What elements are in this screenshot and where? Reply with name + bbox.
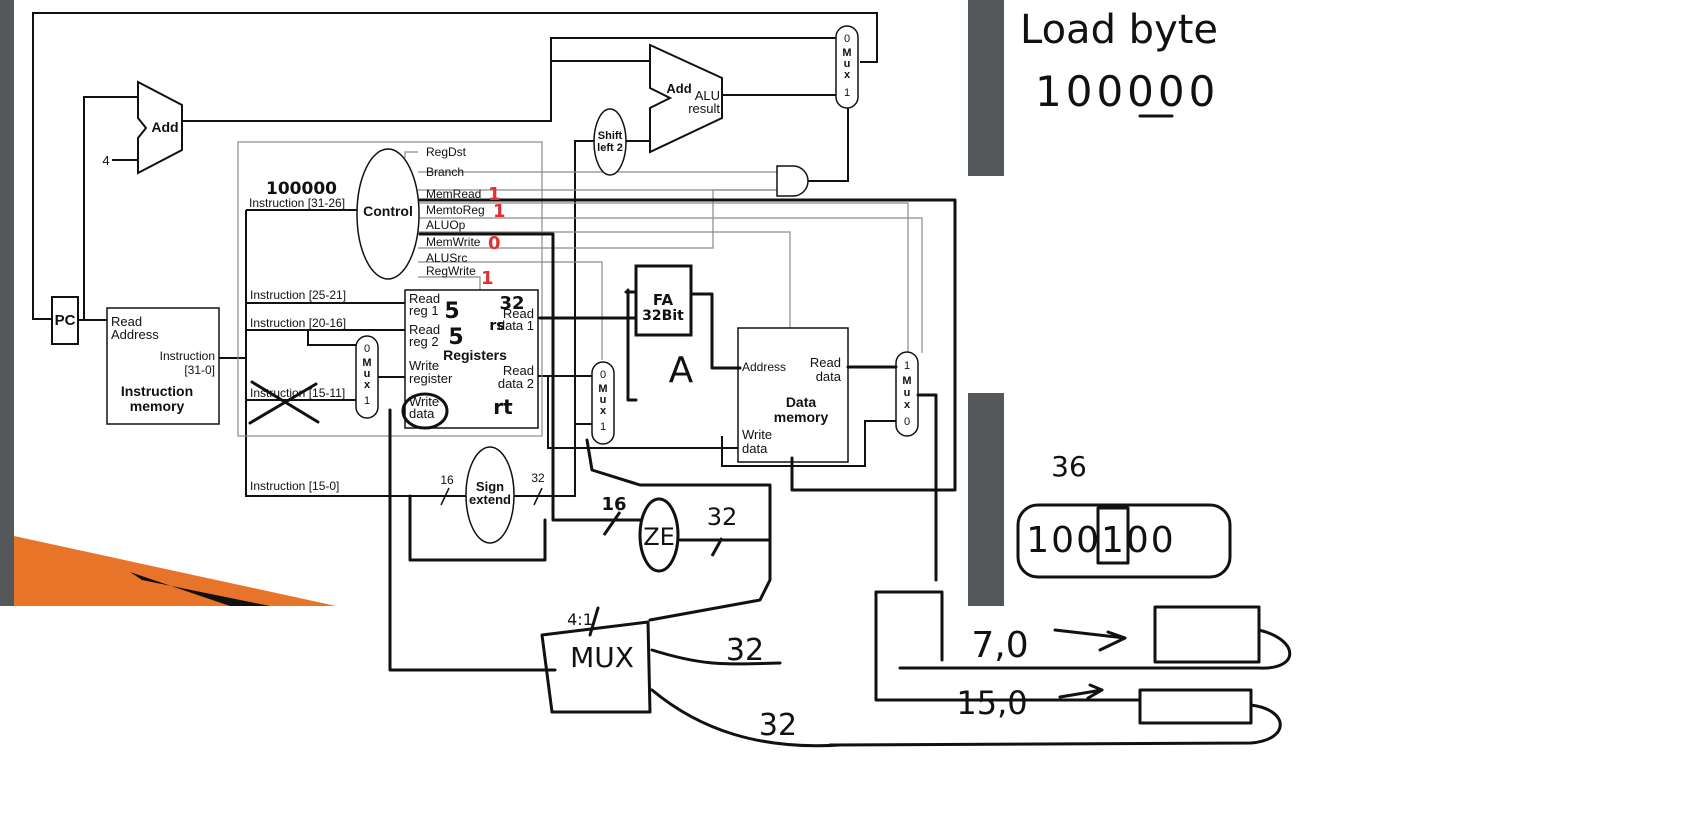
instr-25-21-label: Instruction [25-21] [250,288,346,302]
bus-width-b: 32 [759,708,797,743]
pc-label: PC [55,312,76,329]
reg-rr2-b: reg 2 [409,334,439,349]
fa-label-2: 32Bit [642,308,684,324]
range-7-0: 7,0 [971,625,1028,666]
instr-20-16-label: Instruction [20-16] [250,316,346,330]
dm-read-label-1: Read [810,355,841,370]
sig-memtoreg-value: 1 [493,201,506,222]
slide-right-bar-bottom [968,393,1004,606]
pcsrc-mux-zero: 0 [844,33,850,45]
dm-title-1: Data [786,394,817,410]
ze-input-width: 16 [601,494,626,515]
hand-32-label: 32 [499,293,524,314]
opcode-control: 100000 [266,179,337,199]
reg-number-b: 5 [448,325,463,350]
im-title-1: Instruction [121,383,193,399]
ctl-memtoreg: MemtoReg [426,203,485,217]
pc-adder-label: Add [151,119,178,135]
ctl-regwrite: RegWrite [426,264,476,278]
ctl-memwrite: MemWrite [426,235,481,249]
control-label: Control [363,203,413,219]
opcode-main: 100000 [1035,67,1219,116]
mux-input-width: 4:1 [567,610,593,629]
sig-memwrite-value: 0 [488,233,501,254]
memtoreg-mux-m: M [902,375,911,387]
memtoreg-mux-one: 1 [904,360,910,372]
ze-label: ZE [643,523,675,551]
const-four: 4 [102,153,109,168]
memtoreg-mux-x: x [904,399,911,411]
regdst-mux-one: 1 [364,395,370,407]
shift-label-2: left 2 [597,142,623,154]
im-address-label: Address [111,327,159,342]
shift-label-1: Shift [598,130,623,142]
opcode-box-value: 100100 [1026,520,1175,561]
dm-write-label-1: Write [742,427,772,442]
instr-15-0-label: Instruction [15-0] [250,479,339,493]
im-title-2: memory [130,398,185,414]
number-36: 36 [1051,450,1087,483]
ctl-alusrc: ALUSrc [426,251,467,265]
reg-wd-b: data [409,406,435,421]
reg-number-a: 5 [444,299,459,324]
pcsrc-mux-one: 1 [844,87,850,99]
ze-input-tick [604,512,620,535]
slide-left-bar [0,0,14,606]
ctl-aluop: ALUOp [426,218,466,232]
ze-output-width: 32 [707,503,738,531]
load-byte-title: Load byte [1020,7,1218,53]
memtoreg-mux-zero: 0 [904,416,910,428]
pcsrc-mux-x: x [844,69,851,81]
fa-output-label: A [669,350,694,391]
ctl-regdst: RegDst [426,145,467,159]
hand-rs-label: rs [489,318,504,334]
hand-rt-label: rt [493,395,513,419]
alu-result-label-2: result [688,101,720,116]
mux-annotation-label: MUX [570,641,634,674]
im-instruction-label: Instruction [160,349,215,363]
dm-write-label-2: data [742,441,768,456]
regdst-mux-x: x [364,379,371,391]
alusrc-mux-x: x [600,405,607,417]
slide-right-bar-top [968,0,1004,176]
dm-title-2: memory [774,409,829,425]
dm-read-label-2: data [816,369,842,384]
im-bits-label: [31-0] [184,363,215,377]
width-16-label: 16 [440,473,454,487]
branch-and-gate [777,166,808,196]
branch-adder-label: Add [666,81,691,96]
sign-extend-label-2: extend [469,492,511,507]
alusrc-mux-zero: 0 [600,369,606,381]
ctl-branch: Branch [426,165,464,179]
reg-wr-b: register [409,371,453,386]
dm-address-label: Address [742,360,786,374]
regdst-mux-zero: 0 [364,343,370,355]
fa-label-1: FA [653,291,674,309]
memtoreg-mux-u: u [904,387,911,399]
bus-width-a: 32 [726,633,764,668]
slide-orange-accent [14,536,336,606]
reg-rr1-b: reg 1 [409,303,439,318]
sig-regwrite-value: 1 [481,268,494,289]
range-15-0: 15,0 [956,684,1027,722]
reg-rd2-b: data 2 [498,376,534,391]
width-32-label: 32 [531,471,545,485]
alusrc-mux-one: 1 [600,421,606,433]
